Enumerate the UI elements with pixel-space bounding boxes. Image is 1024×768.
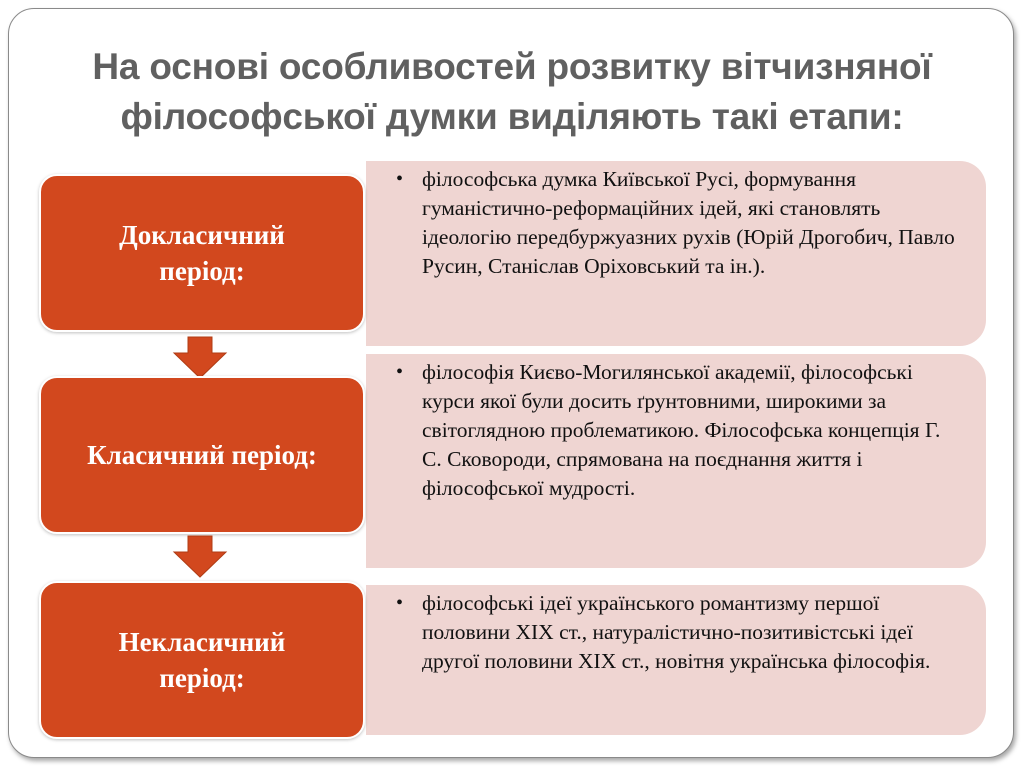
stage-label-1: Докласичний період: bbox=[119, 220, 285, 286]
bullet-icon: • bbox=[396, 361, 404, 383]
stage-box-3: Некласичний період: bbox=[39, 581, 365, 739]
stage-description-1: філософська думка Київської Русі, формув… bbox=[422, 167, 955, 278]
stage-box-2: Класичний період: bbox=[39, 376, 365, 534]
stage-description-panel-3: • філософські ідеї українського романтиз… bbox=[366, 585, 986, 735]
down-arrow-icon bbox=[172, 535, 228, 578]
stage-description-panel-1: • філософська думка Київської Русі, форм… bbox=[366, 161, 986, 346]
stage-label-2: Класичний період: bbox=[87, 440, 317, 470]
stage-box-1: Докласичний період: bbox=[39, 174, 365, 332]
stage-label-3: Некласичний період: bbox=[118, 627, 286, 693]
stage-description-panel-2: • філософія Києво-Могилянської академії,… bbox=[366, 354, 986, 568]
stage-description-2: філософія Києво-Могилянської академії, ф… bbox=[422, 360, 941, 500]
bullet-icon: • bbox=[396, 168, 404, 190]
stage-description-3: філософські ідеї українського романтизму… bbox=[422, 591, 931, 673]
down-arrow-icon bbox=[172, 336, 228, 379]
slide-title: На основі особливостей розвитку вітчизня… bbox=[92, 46, 932, 137]
bullet-icon: • bbox=[396, 592, 404, 614]
